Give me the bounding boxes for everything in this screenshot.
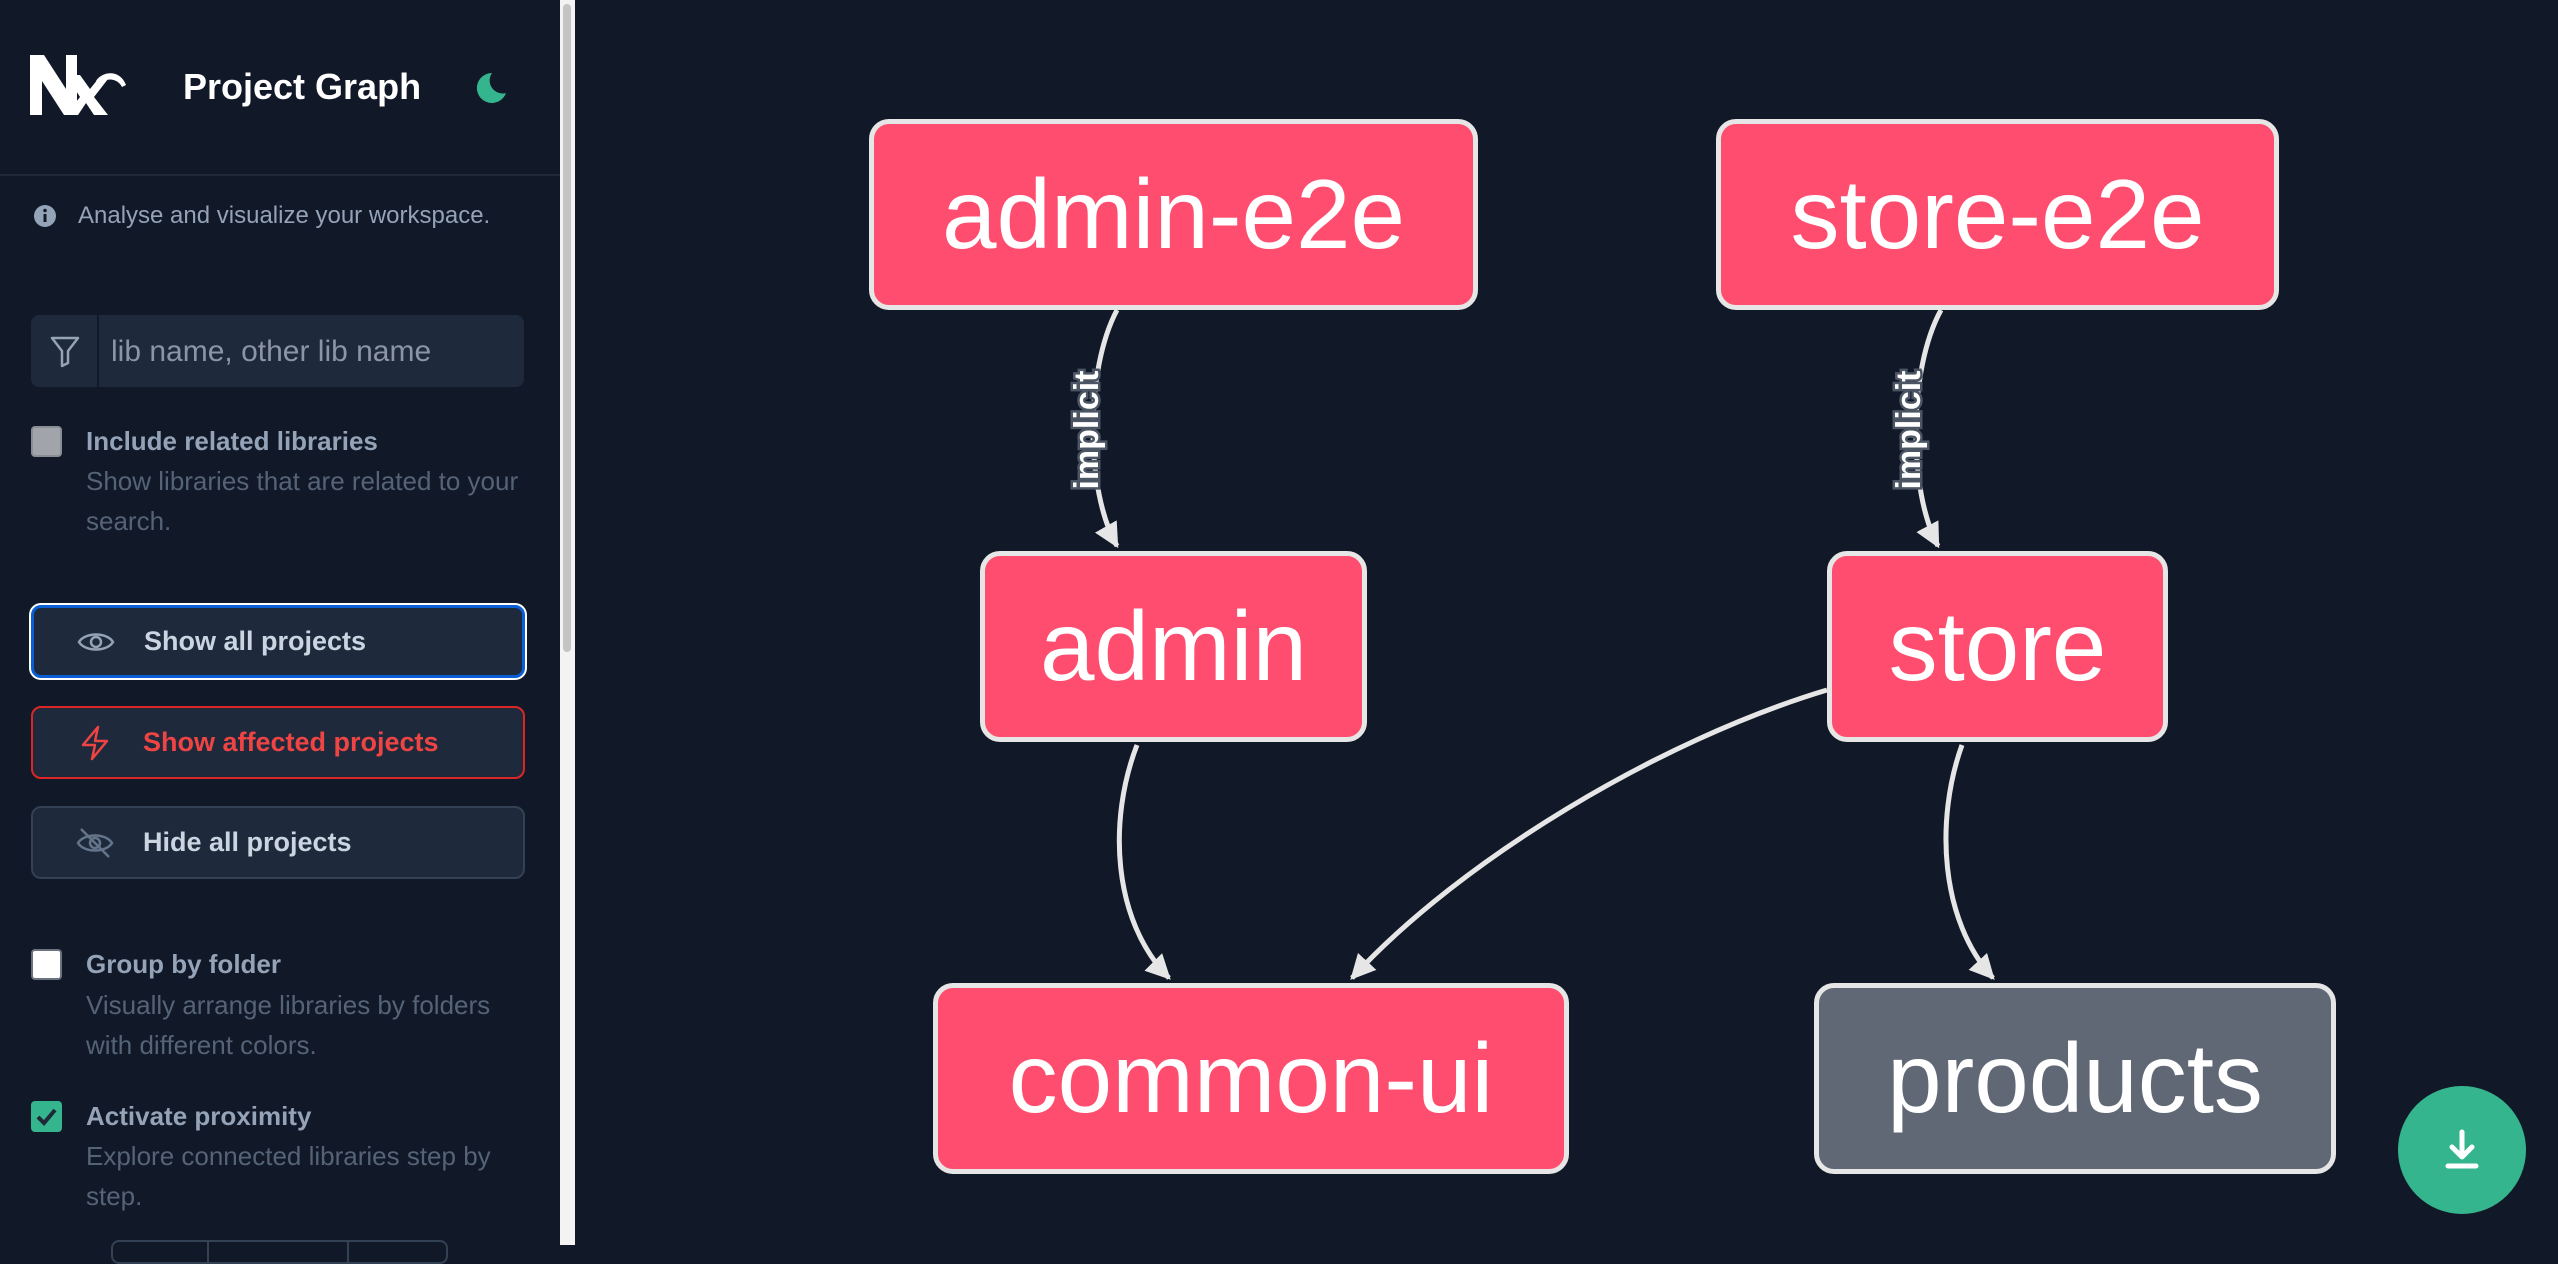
node-label: admin-e2e bbox=[941, 159, 1406, 269]
node-label: common-ui bbox=[1008, 1023, 1494, 1133]
search-input[interactable] bbox=[109, 315, 513, 389]
node-label: store bbox=[1888, 591, 2107, 701]
eye-off-icon bbox=[75, 823, 115, 863]
search-field[interactable] bbox=[31, 315, 524, 389]
include-related-checkbox[interactable] bbox=[31, 426, 62, 457]
show-all-projects-label: Show all projects bbox=[144, 626, 367, 656]
include-related-description: Show libraries that are related to your … bbox=[86, 466, 519, 536]
activate-proximity-checkbox[interactable] bbox=[31, 1101, 62, 1132]
node-store[interactable]: store bbox=[1827, 551, 2168, 742]
group-by-folder-label: Group by folder bbox=[86, 949, 281, 979]
sidebar: Project Graph Analyse and visualize your… bbox=[0, 0, 560, 1264]
stepper-divider bbox=[207, 1242, 209, 1262]
node-admin[interactable]: admin bbox=[980, 551, 1367, 742]
eye-icon bbox=[76, 622, 116, 662]
filter-icon bbox=[49, 334, 81, 373]
node-products[interactable]: products bbox=[1814, 983, 2336, 1174]
show-affected-projects-button[interactable]: Show affected projects bbox=[31, 706, 525, 779]
download-button[interactable] bbox=[2398, 1086, 2526, 1214]
moon-icon[interactable] bbox=[472, 70, 508, 111]
node-label: store-e2e bbox=[1790, 159, 2205, 269]
edge-store-e2e-store[interactable] bbox=[1913, 308, 1944, 549]
group-by-folder-description: Visually arrange libraries by folders wi… bbox=[86, 990, 491, 1060]
scrollbar-thumb[interactable] bbox=[563, 4, 571, 652]
app-title: Project Graph bbox=[183, 66, 422, 107]
hide-all-projects-button[interactable]: Hide all projects bbox=[31, 806, 525, 879]
node-label: admin bbox=[1040, 591, 1307, 701]
show-affected-projects-label: Show affected projects bbox=[143, 727, 439, 757]
edge-store-common-ui[interactable] bbox=[1350, 687, 1828, 980]
stepper-divider bbox=[347, 1242, 349, 1262]
checkmark-icon bbox=[36, 1108, 57, 1126]
edge-admin-e2e-admin[interactable] bbox=[1090, 308, 1120, 549]
nx-logo bbox=[30, 55, 130, 120]
activate-proximity-description: Explore connected libraries step by step… bbox=[86, 1141, 491, 1211]
node-admin-e2e[interactable]: admin-e2e bbox=[869, 119, 1478, 310]
download-icon bbox=[2445, 1129, 2479, 1169]
node-common-ui[interactable]: common-ui bbox=[933, 983, 1569, 1174]
activate-proximity-label: Activate proximity bbox=[86, 1101, 312, 1131]
header-divider bbox=[0, 174, 560, 176]
node-label: products bbox=[1887, 1023, 2263, 1133]
edge-admin-common-ui[interactable] bbox=[1116, 744, 1171, 980]
node-store-e2e[interactable]: store-e2e bbox=[1716, 119, 2279, 310]
search-separator bbox=[97, 315, 99, 387]
info-icon bbox=[33, 204, 57, 233]
show-all-projects-button[interactable]: Show all projects bbox=[31, 605, 525, 678]
edge-label-store-e2e-store: implicit bbox=[1890, 370, 1928, 489]
sidebar-scrollbar[interactable] bbox=[560, 0, 575, 1245]
hide-all-projects-label: Hide all projects bbox=[143, 827, 352, 857]
lightning-icon bbox=[75, 723, 115, 763]
edge-label-admin-e2e-admin: implicit bbox=[1068, 370, 1106, 489]
include-related-label: Include related libraries bbox=[86, 426, 378, 456]
edge-store-products[interactable] bbox=[1943, 744, 1995, 980]
info-text: Analyse and visualize your workspace. bbox=[78, 202, 491, 229]
group-by-folder-checkbox[interactable] bbox=[31, 949, 62, 980]
